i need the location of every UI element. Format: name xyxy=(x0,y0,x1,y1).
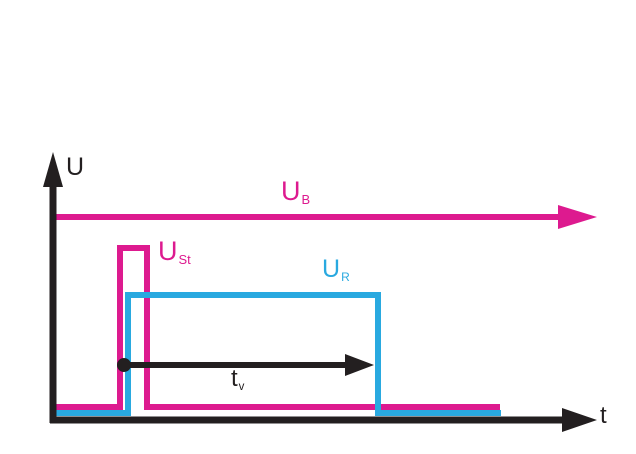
ust-label-main: U xyxy=(158,236,178,266)
x-axis-label: t xyxy=(600,402,607,429)
ur-label-main: U xyxy=(322,255,341,283)
ub-label-subscript: B xyxy=(301,192,311,208)
ub-label: UB xyxy=(281,176,311,208)
ur-label: UR xyxy=(322,255,350,285)
ust-label: USt xyxy=(158,236,191,268)
delay-time-label-main: t xyxy=(231,365,238,392)
delay-arrowhead-icon xyxy=(345,354,374,376)
ub-label-main: U xyxy=(281,176,301,206)
delay-start-dot xyxy=(117,358,131,372)
ur-label-subscript: R xyxy=(341,270,350,285)
ust-label-subscript: St xyxy=(178,252,191,268)
y-axis-label: U xyxy=(66,153,85,181)
ur-waveform xyxy=(56,292,501,416)
delay-time-label: tv xyxy=(231,365,245,393)
x-axis-arrowhead-icon xyxy=(562,408,597,432)
delay-time-label-subscript: v xyxy=(238,380,245,393)
ust-waveform xyxy=(56,245,500,410)
ub-arrowhead-icon xyxy=(558,205,597,229)
y-axis-arrowhead-icon xyxy=(43,152,63,187)
